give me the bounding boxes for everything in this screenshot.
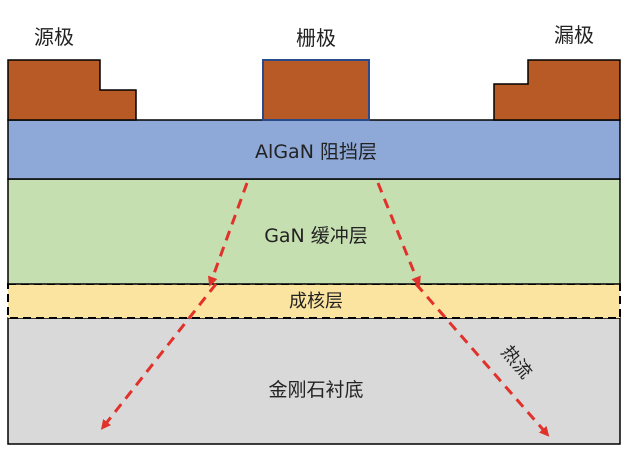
drain-label: 漏极 <box>554 23 594 47</box>
substrate-layer-label: 金刚石衬底 <box>268 379 363 401</box>
nucleation-layer <box>7 283 621 319</box>
gate-label: 栅极 <box>296 26 336 50</box>
barrier-layer <box>7 119 621 180</box>
barrier-layer-label: AlGaN 阻挡层 <box>255 141 377 163</box>
drain-electrode <box>493 59 621 121</box>
source-label: 源极 <box>34 25 74 49</box>
source-electrode <box>7 59 137 121</box>
heat-flow-arrow-left-lower <box>100 283 218 430</box>
heat-flow-arrow-left-upper <box>208 182 249 287</box>
buffer-layer-label: GaN 缓冲层 <box>264 225 368 247</box>
gate-electrode <box>262 59 370 121</box>
heat-flow-arrow-right-upper <box>376 182 421 287</box>
nucleation-layer-label: 成核层 <box>289 291 343 312</box>
